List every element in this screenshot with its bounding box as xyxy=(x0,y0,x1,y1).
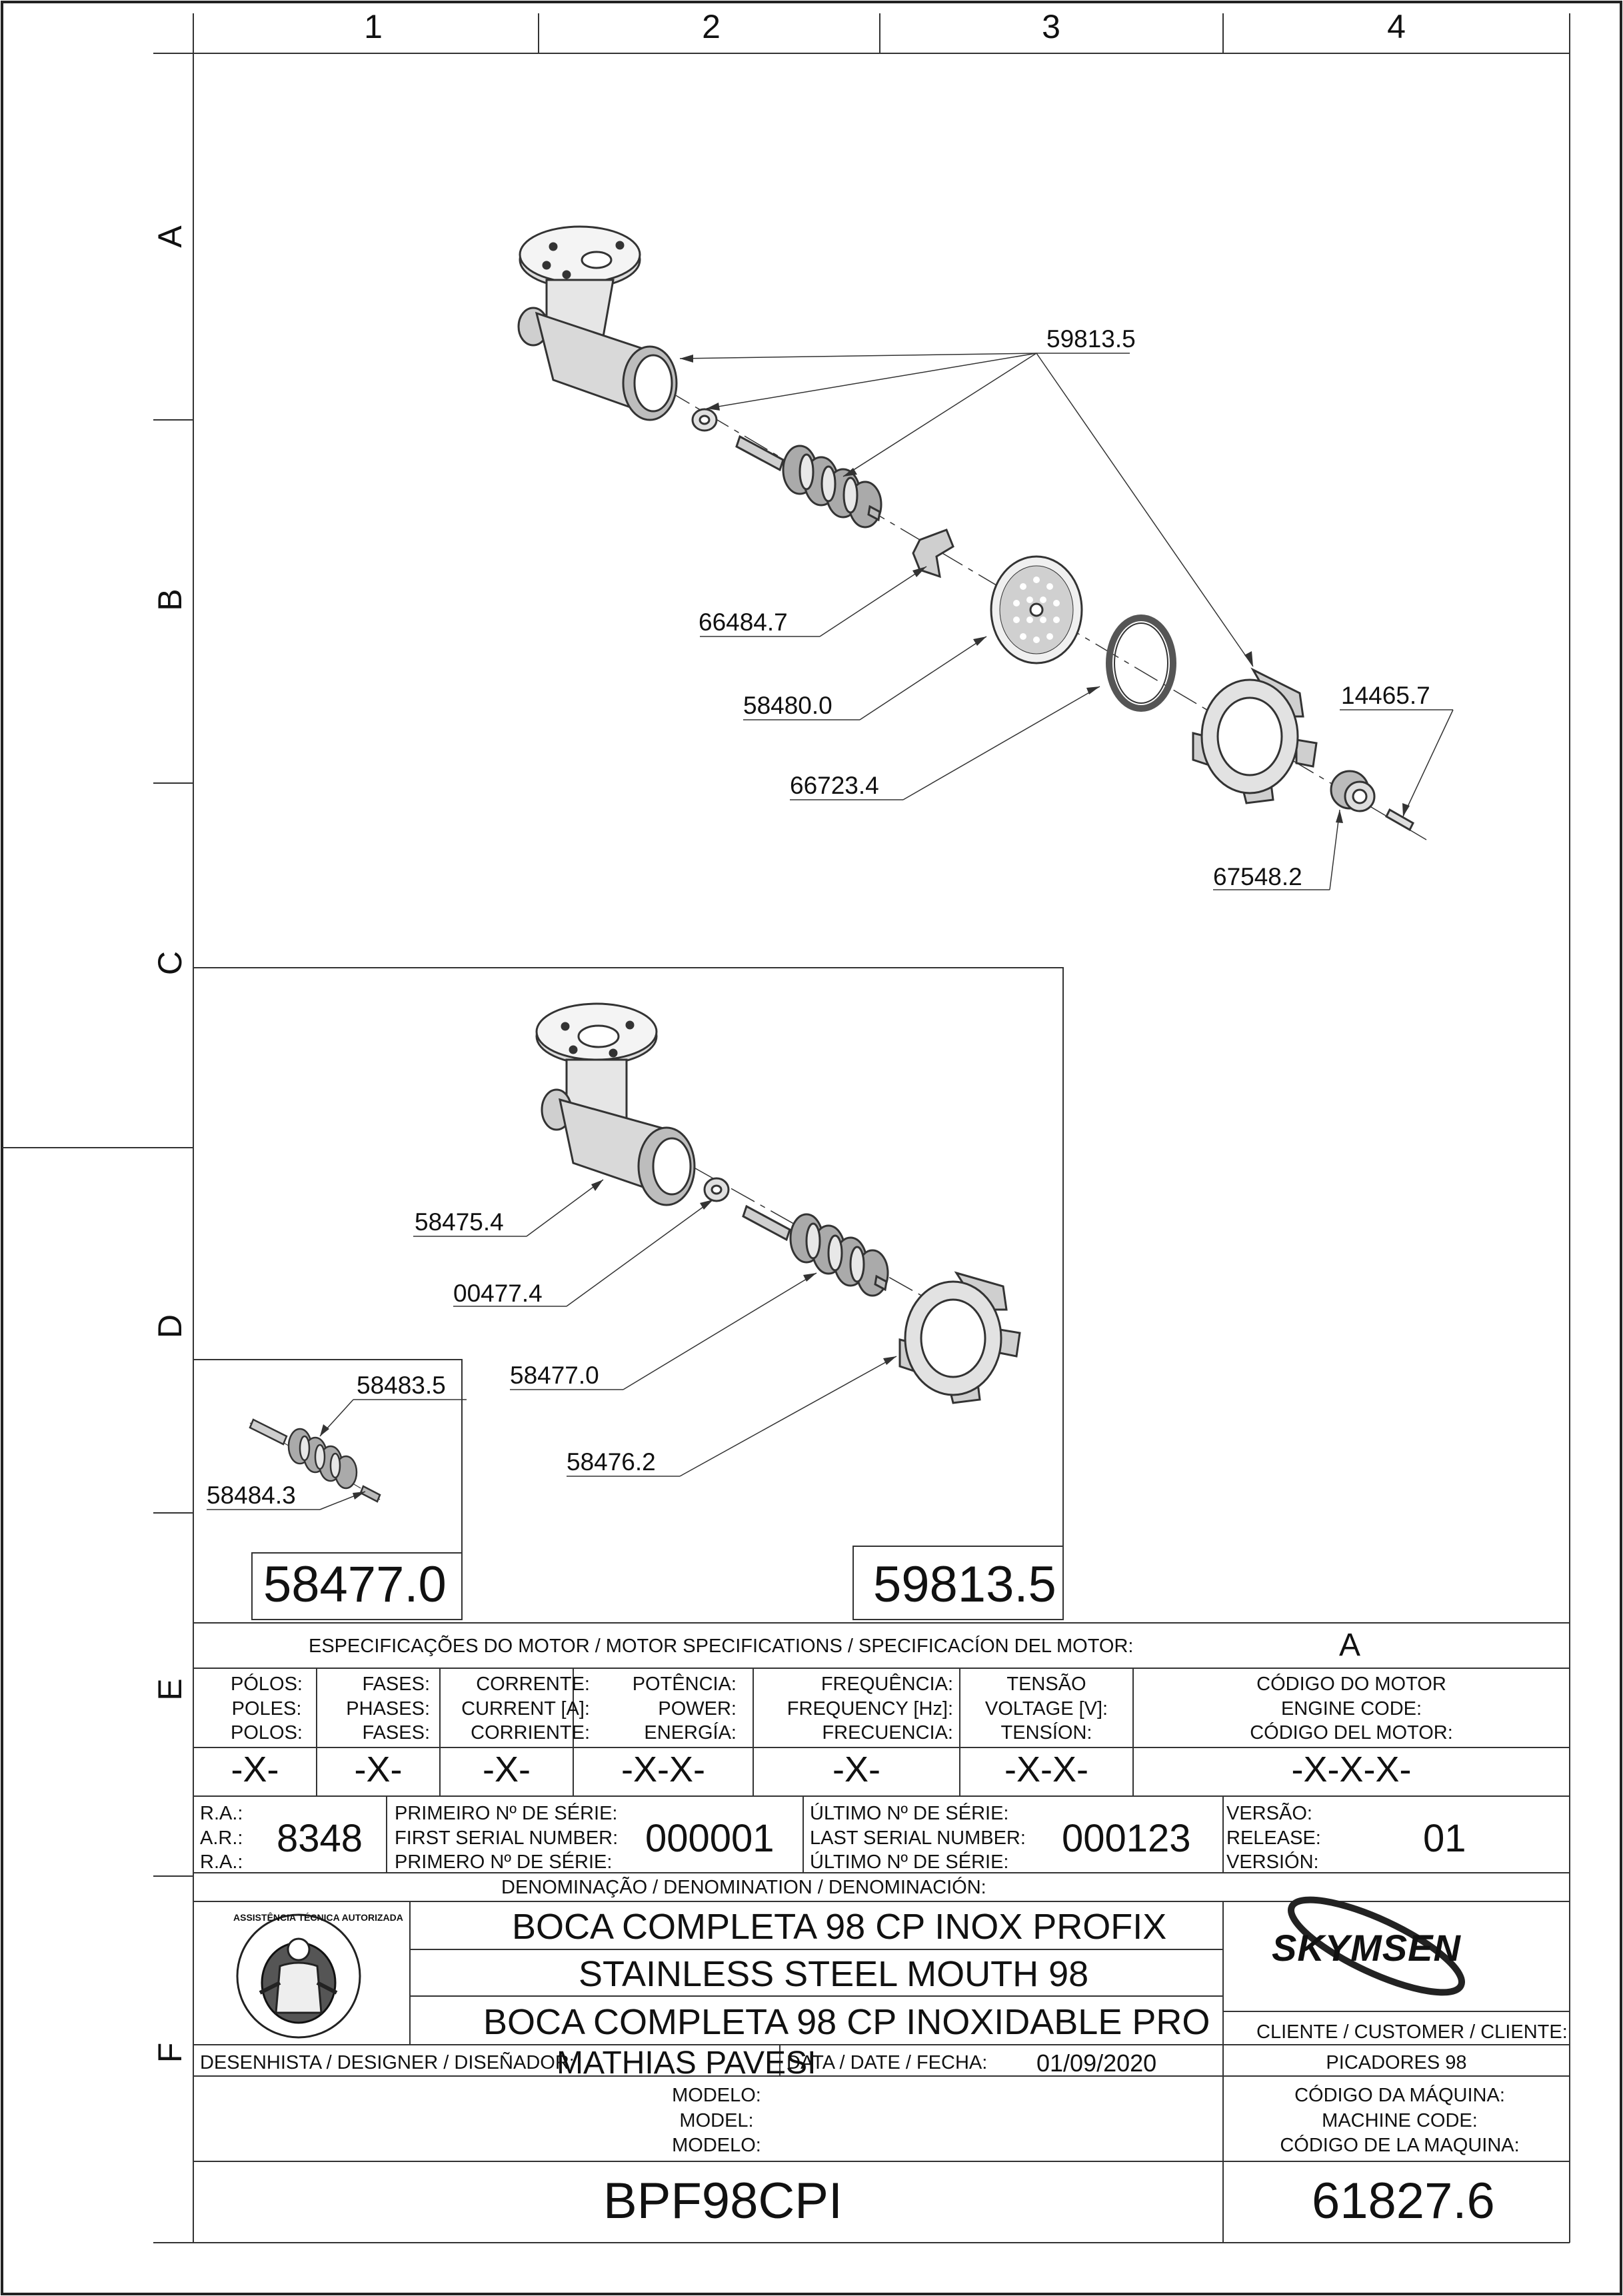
callout-label: 00477.4 xyxy=(453,1280,543,1307)
main-exploded-view xyxy=(517,225,1427,840)
spec-voltage-value: -X-X- xyxy=(1004,1749,1088,1789)
ra-value: 8348 xyxy=(277,1817,363,1860)
row-label-b: B xyxy=(151,588,189,611)
client-label: CLIENTE / CUSTOMER / CLIENTE: xyxy=(1256,2021,1568,2043)
col-label-2: 2 xyxy=(702,8,721,45)
row-label-e: E xyxy=(151,1678,189,1701)
mouth-assembly-view xyxy=(535,1002,1021,1404)
callout-label: 58476.2 xyxy=(567,1448,656,1476)
machine-code-value: 61827.6 xyxy=(1312,2173,1495,2229)
spec-frequency-value: -X- xyxy=(832,1749,880,1789)
client-value: PICADORES 98 xyxy=(1326,2052,1467,2073)
assistance-stamp xyxy=(236,1913,361,2039)
callout-label: 14465.7 xyxy=(1341,682,1430,709)
callout-label: 58480.0 xyxy=(743,692,832,719)
spec-engine-code-value: -X-X-X- xyxy=(1291,1749,1412,1789)
denomination-line-2: STAINLESS STEEL MOUTH 98 xyxy=(579,1954,1089,1994)
main-leaders xyxy=(679,353,1454,890)
last-serial-labels: ÚLTIMO Nº DE SÉRIE:LAST SERIAL NUMBER:ÚL… xyxy=(810,1803,1026,1873)
col-label-3: 3 xyxy=(1042,8,1060,45)
version-labels: VERSÃO:RELEASE:VERSIÓN: xyxy=(1226,1803,1321,1873)
row-label-d: D xyxy=(151,1314,189,1339)
callout-label: 66484.7 xyxy=(699,608,788,636)
first-serial-labels: PRIMEIRO Nº DE SÉRIE:FIRST SERIAL NUMBER… xyxy=(395,1803,619,1873)
spec-power-label: POTÊNCIA:POWER:ENERGÍA: xyxy=(632,1674,737,1744)
spec-poles-value: -X- xyxy=(231,1749,279,1789)
col-label-4: 4 xyxy=(1387,8,1406,45)
mouth-arrowheads xyxy=(591,1180,896,1365)
col-label-1: 1 xyxy=(364,8,383,45)
spec-power-value: -X-X- xyxy=(621,1749,705,1789)
spec-current-label: CORRENTE:CURRENT [A]:CORRIENTE: xyxy=(461,1674,590,1744)
first-serial-value: 000001 xyxy=(645,1817,775,1860)
spec-phases-value: -X- xyxy=(354,1749,403,1789)
callout-label: 58483.5 xyxy=(357,1372,446,1399)
stamp-text: ASSISTÊNCIA TÉCNICA AUTORIZADA xyxy=(233,1912,403,1923)
spec-phases-label: FASES:PHASES:FASES: xyxy=(346,1674,430,1744)
row-label-a: A xyxy=(151,225,189,248)
designer-value: MATHIAS PAVESI xyxy=(557,2045,816,2081)
model-value: BPF98CPI xyxy=(603,2173,843,2229)
spec-frequency-label: FREQUÊNCIA:FREQUENCY [Hz]:FRECUENCIA: xyxy=(787,1674,953,1744)
motor-spec-header: ESPECIFICAÇÕES DO MOTOR / MOTOR SPECIFIC… xyxy=(309,1636,1134,1657)
screw-detail-view xyxy=(249,1418,381,1503)
motor-class-value: A xyxy=(1338,1628,1360,1663)
denomination-line-1: BOCA COMPLETA 98 CP INOX PROFIX xyxy=(512,1907,1167,1947)
model-labels: MODELO:MODEL:MODELO: xyxy=(672,2085,761,2157)
designer-label: DESENHISTA / DESIGNER / DISEÑADOR: xyxy=(200,2052,575,2073)
date-value: 01/09/2020 xyxy=(1036,2049,1157,2077)
machine-code-labels: CÓDIGO DA MÁQUINA:MACHINE CODE:CÓDIGO DE… xyxy=(1280,2085,1520,2157)
main-arrowheads xyxy=(680,355,1410,823)
screw-arrowheads xyxy=(320,1424,365,1500)
callout-label: 67548.2 xyxy=(1213,863,1302,890)
row-label-c: C xyxy=(151,950,189,976)
row-label-f: F xyxy=(151,2042,189,2063)
title-block xyxy=(193,1622,1570,2243)
view-title-mouth: 59813.5 xyxy=(873,1556,1056,1613)
callout-label: 59813.5 xyxy=(1046,325,1136,353)
mouth-leaders xyxy=(413,1179,897,1477)
spec-current-value: -X- xyxy=(483,1749,531,1789)
brand-logo-text: SKYMSEN xyxy=(1272,1927,1461,1969)
view-title-screw: 58477.0 xyxy=(263,1556,447,1613)
denomination-header: DENOMINAÇÃO / DENOMINATION / DENOMINACIÓ… xyxy=(501,1877,986,1898)
last-serial-value: 000123 xyxy=(1062,1817,1191,1860)
skymsen-logo xyxy=(1287,1896,1466,1996)
spec-poles-label: PÓLOS:POLES:POLOS: xyxy=(231,1674,303,1744)
callout-label: 66723.4 xyxy=(790,772,879,799)
grid-frame xyxy=(2,13,1570,2243)
callout-label: 58475.4 xyxy=(415,1208,504,1236)
version-value: 01 xyxy=(1423,1817,1466,1860)
callout-label: 58477.0 xyxy=(510,1362,599,1389)
callout-label: 58484.3 xyxy=(207,1482,296,1509)
date-label: DATA / DATE / FECHA: xyxy=(787,2052,988,2073)
ra-labels: R.A.:A.R.:R.A.: xyxy=(200,1803,243,1873)
view-frames xyxy=(193,967,1064,1620)
denomination-line-3: BOCA COMPLETA 98 CP INOXIDABLE PRO xyxy=(483,2002,1210,2042)
